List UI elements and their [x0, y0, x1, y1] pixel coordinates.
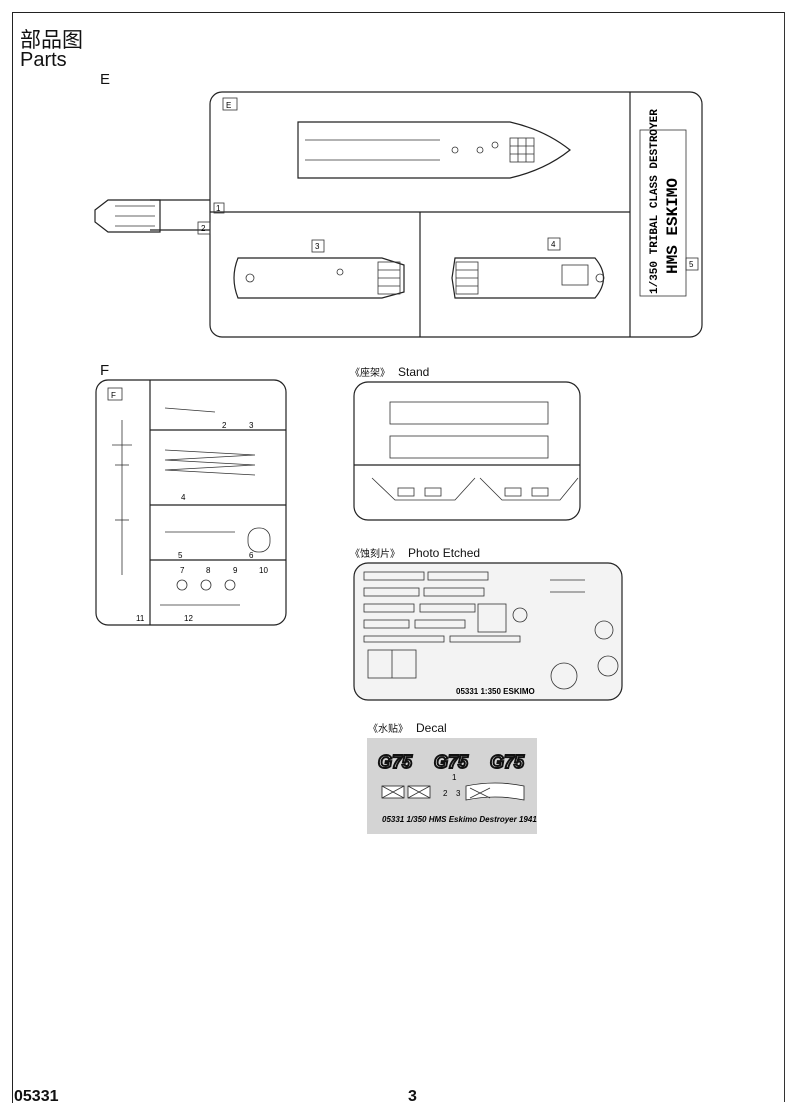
- sprue-f-num-8: 8: [206, 566, 211, 575]
- photo-etched-title: 《蚀刻片》 Photo Etched: [350, 545, 480, 560]
- decal-pennant-2: G75: [434, 752, 469, 772]
- page-frame: [12, 12, 785, 1103]
- footer-code: 05331: [14, 1088, 59, 1105]
- decal-title: 《水贴》 Decal: [368, 720, 447, 735]
- sprue-f-letter: F: [111, 391, 116, 400]
- sprue-f-label: F: [100, 362, 110, 379]
- sprue-f-num-6: 6: [249, 551, 254, 560]
- decal-pennant-1: G75: [378, 752, 413, 772]
- decal-num-3: 3: [456, 789, 461, 798]
- sprue-e-label: E: [100, 71, 111, 88]
- decal-title-en: Decal: [416, 721, 447, 735]
- decal-title-cn: 《水贴》: [368, 724, 408, 735]
- decal-num-2: 2: [443, 789, 448, 798]
- sprue-e-letter: E: [226, 101, 231, 110]
- sprue-f-num-11: 11: [136, 614, 145, 623]
- stand-title-en: Stand: [398, 365, 430, 379]
- sprue-f-num-5: 5: [178, 551, 183, 560]
- photo-etched-plate-text: 05331 1:350 ESKIMO: [456, 687, 535, 696]
- sprue-f-num-9: 9: [233, 566, 238, 575]
- decal-caption: 05331 1/350 HMS Eskimo Destroyer 1941: [382, 815, 537, 824]
- photo-etched-title-cn: 《蚀刻片》: [350, 549, 400, 560]
- sprue-e-num-5: 5: [689, 260, 694, 269]
- stand-title-cn: 《座架》: [350, 368, 390, 379]
- sprue-e-num-2: 2: [201, 224, 206, 233]
- sprue-e-num-3: 3: [315, 242, 320, 251]
- page-frame-right: [784, 12, 785, 1102]
- sprue-e-text-line1: 1/350 TRIBAL CLASS DESTROYER: [649, 109, 661, 294]
- stand-title: 《座架》 Stand: [350, 364, 429, 379]
- decal-pennant-3: G75: [490, 752, 525, 772]
- decal-num-1: 1: [452, 773, 457, 782]
- page-title-en: Parts: [20, 49, 67, 71]
- page-title-cn: 部品图: [20, 28, 83, 52]
- photo-etched-title-en: Photo Etched: [408, 546, 481, 560]
- sprue-e-num-1: 1: [216, 204, 221, 213]
- sprue-f-num-7: 7: [180, 566, 185, 575]
- sprue-e-num-4: 4: [551, 240, 556, 249]
- sprue-f-num-10: 10: [259, 566, 268, 575]
- sprue-f-num-3: 3: [249, 421, 254, 430]
- sprue-f-num-2: 2: [222, 421, 227, 430]
- sprue-f-num-4: 4: [181, 493, 186, 502]
- sprue-e-text-line2: HMS ESKIMO: [664, 178, 682, 274]
- sprue-f-num-12: 12: [184, 614, 193, 623]
- footer-page-number: 3: [408, 1088, 417, 1105]
